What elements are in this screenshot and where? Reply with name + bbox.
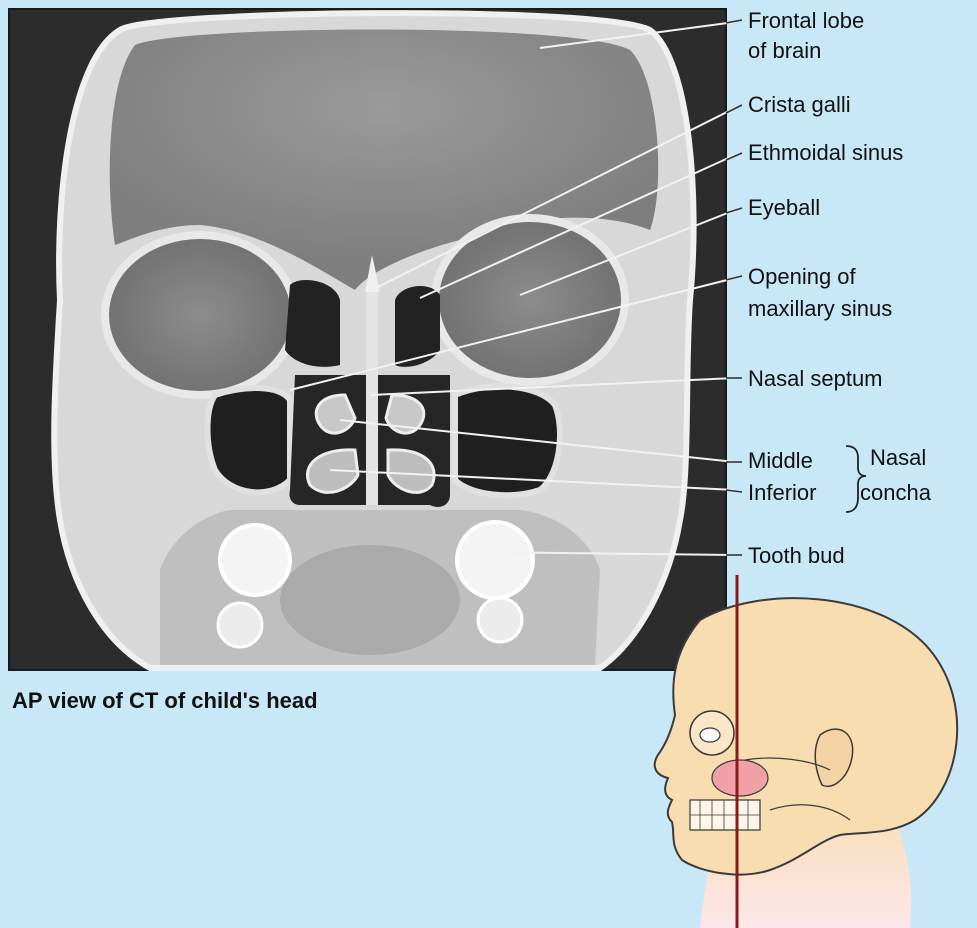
label-frontal-lobe-1: Frontal lobe [748, 8, 864, 33]
label-crista-galli: Crista galli [748, 92, 851, 117]
right-orbit-eyeball [435, 218, 625, 382]
label-concha: concha [860, 480, 932, 505]
label-inferior: Inferior [748, 480, 816, 505]
figure-caption: AP view of CT of child's head [12, 688, 318, 713]
label-frontal-lobe-2: of brain [748, 38, 821, 63]
label-eyeball: Eyeball [748, 195, 820, 220]
nasal-region-highlight [712, 760, 768, 796]
mandible-center [280, 545, 460, 655]
left-orbit [105, 235, 295, 395]
label-maxillary-opening-1: Opening of [748, 264, 857, 289]
label-nasal-septum: Nasal septum [748, 366, 883, 391]
tooth-bud-left [220, 525, 290, 595]
label-nasal: Nasal [870, 445, 926, 470]
label-middle: Middle [748, 448, 813, 473]
maxillary-sinus-left [208, 388, 291, 492]
label-ethmoidal-sinus: Ethmoidal sinus [748, 140, 903, 165]
ct-scan [9, 9, 726, 670]
head-orientation-illustration [655, 575, 957, 928]
tooth-bud-right [457, 522, 533, 598]
label-tooth-bud: Tooth bud [748, 543, 845, 568]
labels: Frontal lobe of brain Crista galli Ethmo… [748, 8, 932, 568]
label-maxillary-opening-2: maxillary sinus [748, 296, 892, 321]
ethmoidal-sinus-left [285, 280, 340, 367]
